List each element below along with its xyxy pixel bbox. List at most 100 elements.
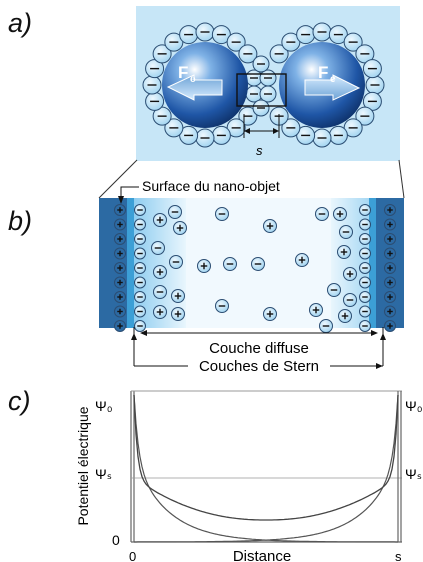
panel-b: Surface du nano-objet [99,178,404,333]
stern-counterion [134,320,146,332]
counterion-bead [252,55,270,73]
stern-marker-right-head [380,333,386,340]
surface-charge [114,233,126,245]
panel-c-label: c) [8,386,31,416]
surface-charge [384,218,396,231]
counterion-bead [355,106,375,126]
ion [153,285,167,299]
stern-counterion [134,276,146,289]
ion [169,255,183,269]
stern-layer-left [127,198,134,328]
stern-counterion [134,305,146,318]
counterion-bead [328,25,348,45]
counterion-bead [343,32,363,52]
counterion-bead [269,44,289,64]
potential-curve-right [134,394,399,543]
stern-counterion [359,247,371,260]
ion [153,265,167,279]
stern-counterion [134,262,146,274]
ion [263,307,277,321]
counterion-bead [195,22,215,42]
x-zero-label: 0 [129,549,136,562]
ion [197,259,211,273]
ion [337,245,351,259]
counterion-bead [259,69,277,87]
stern-counterion [359,204,371,216]
surface-charge [114,276,126,289]
surface-charge [384,291,396,303]
stern-counterion [134,218,146,231]
diffuse-arrow-head-right [371,330,378,336]
x-axis-label: Distance [233,548,291,562]
surface-charge [384,233,396,245]
psi0-label-right: Ψ₀ [405,398,423,414]
ion [319,319,333,333]
ion [343,267,357,281]
right-force-label: F [318,63,328,82]
surface-charge [114,262,126,274]
ion [151,241,165,255]
zoom-projection-left [98,159,138,199]
y-axis-label: Potentiel électrique [75,406,91,525]
ion [343,293,357,307]
surface-pointer-head [118,196,124,204]
stern-marker-left-head [131,333,137,340]
surface-charge [114,291,126,303]
spacing-label: s [256,143,263,158]
surface-charge [384,247,396,260]
surface-charge [114,305,126,318]
panel-a: F e F e s [136,6,400,161]
diffuse-layer-label: Couche diffuse [209,340,309,357]
ion [168,205,182,219]
counterion-bead [142,75,162,95]
diffuse-arrow-head-left [140,330,147,336]
surface-charge [114,204,126,216]
counterion-bead [259,85,277,103]
stern-counterion [134,233,146,245]
counterion-bead [195,128,215,148]
surface-charge [114,320,126,332]
stern-counterion [359,233,371,245]
psis-label-right: Ψₛ [405,466,422,482]
ion [215,299,229,313]
right-force-subscript: e [330,74,336,85]
counterion-bead [179,125,199,145]
right-particle-counterions [269,22,385,148]
counterion-bead [312,128,332,148]
x-s-label: s [395,549,402,562]
potential-curve-total [133,394,399,521]
ion [315,207,329,221]
ion [223,257,237,271]
counterion-bead [328,125,348,145]
stern-counterion [134,291,146,303]
counterion-bead [343,118,363,138]
ion [171,307,185,321]
stern-counterion [134,204,146,216]
psis-label-left: Ψₛ [95,466,112,482]
ion-symbols [114,204,396,333]
ion [251,257,265,271]
stern-counterion [359,291,371,303]
zoom-projection-right [398,159,405,199]
counterion-bead [281,118,301,138]
zoom-region-box [236,73,287,107]
surface-charge [384,305,396,318]
ion [309,303,323,317]
panel-b-label: b) [8,206,33,236]
y-zero-label: 0 [112,532,120,548]
right-force-arrow [304,74,361,101]
surface-charge [384,276,396,289]
ion [153,213,167,227]
counterion-bead [211,125,231,145]
surface-pointer [120,186,139,198]
ion [339,225,353,239]
stern-layers-label: Couches de Stern [199,358,319,375]
spacing-arrow-head-left [244,128,250,134]
stern-counterion [359,262,371,274]
left-force-subscript: e [190,74,196,85]
stern-counterion [134,247,146,260]
stern-leader-right-head [376,363,383,369]
ion [173,221,187,235]
layer-annotations: Couche diffuse Couches de Stern [131,327,386,375]
